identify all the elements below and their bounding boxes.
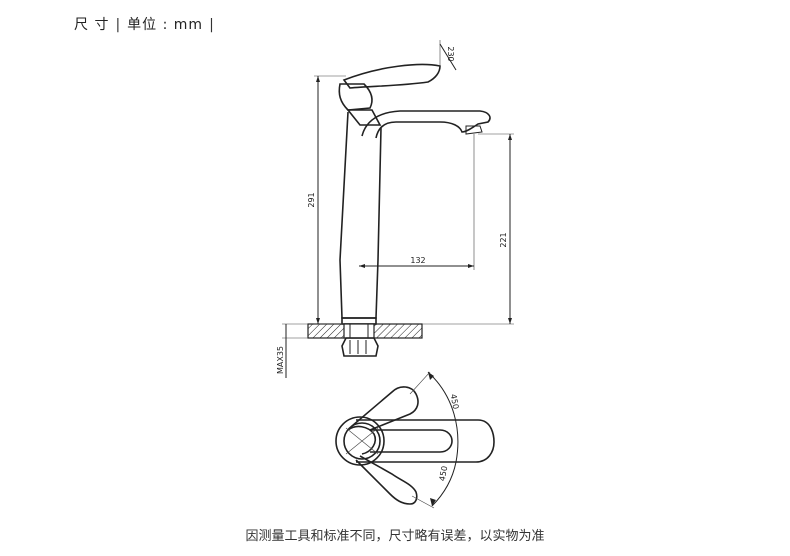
lock-nut — [341, 337, 379, 357]
cartridge-top-circle — [343, 422, 381, 460]
rotation-top-value: 450 — [449, 393, 461, 410]
total-height-value: 291 — [307, 192, 316, 207]
disclaimer-note: 因测量工具和标准不同，尺寸略有误差，以实物为准 — [245, 529, 545, 544]
size-header: 尺 寸 | 单位 : mm | — [74, 14, 221, 34]
handle-top-rotated-up — [351, 386, 419, 431]
dim-max-thickness: MAX35 — [276, 323, 308, 378]
faucet-body-upper — [346, 109, 382, 126]
spout-height-value: 221 — [499, 232, 508, 247]
spout-reach-value: 132 — [410, 256, 425, 265]
faucet-spout — [361, 110, 491, 139]
rotation-bottom-value: 450 — [438, 465, 450, 482]
mount-shank — [343, 323, 375, 339]
faucet-top-view: 450 450 — [335, 371, 495, 509]
size-label: 尺 寸 — [74, 17, 110, 33]
max-thickness-value: MAX35 — [276, 346, 285, 374]
handle-knob — [338, 83, 373, 111]
dim-handle-angle: 230 — [439, 40, 457, 71]
dim-total-height: 291 — [307, 75, 346, 325]
dim-spout-reach: 132 — [359, 134, 475, 270]
handle-lever — [342, 63, 441, 89]
spout-top-outline — [356, 419, 495, 463]
handle-angle-value: 230 — [446, 46, 455, 61]
handle-top-rotated-down — [355, 455, 418, 505]
handle-top-center — [370, 429, 453, 453]
aerator — [465, 125, 483, 135]
unit-label: 单位 : mm — [127, 17, 204, 33]
dim-spout-height: 221 — [422, 133, 514, 325]
faucet-column — [339, 111, 382, 319]
separator: | — [115, 17, 122, 33]
base-flange — [341, 317, 377, 325]
separator-end: | — [209, 17, 215, 33]
rotation-arc — [427, 371, 459, 507]
faucet-side-view — [307, 63, 491, 357]
